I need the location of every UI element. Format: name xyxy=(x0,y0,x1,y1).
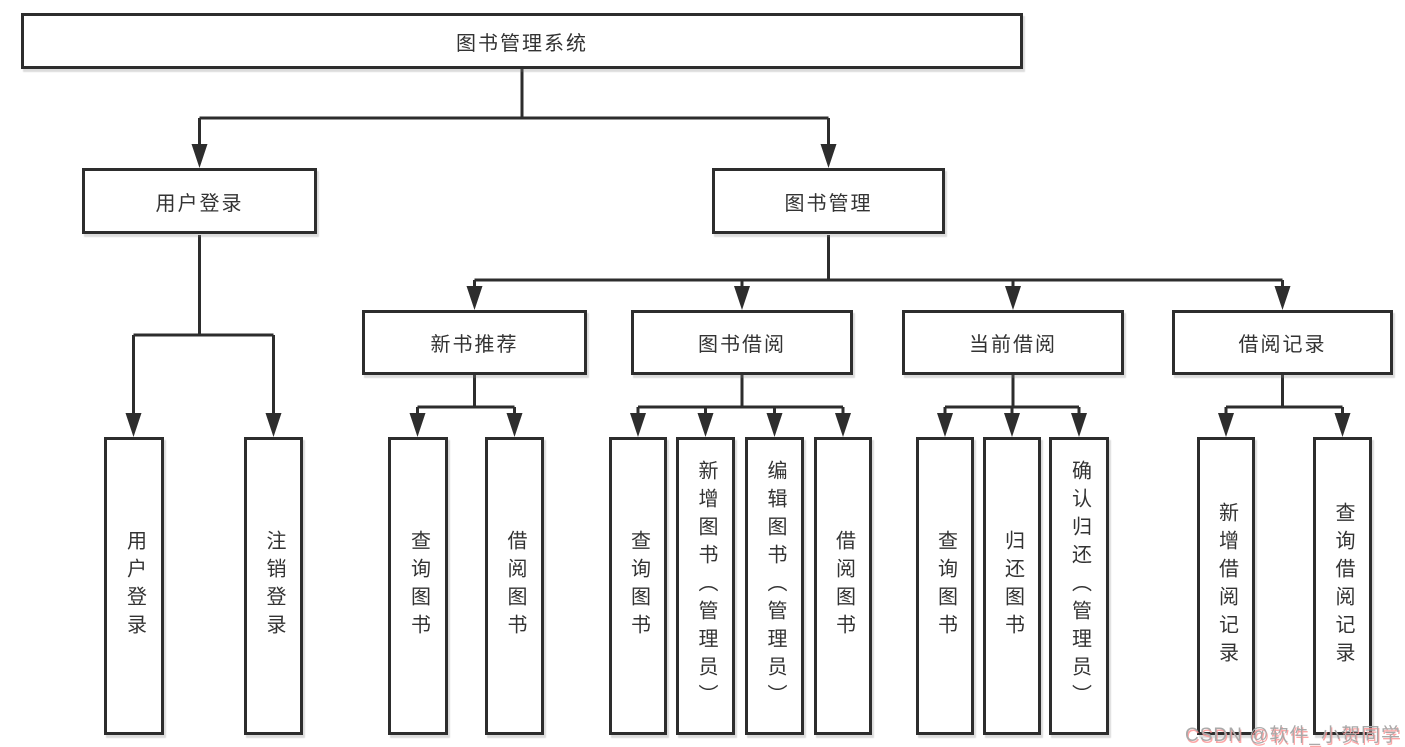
connector-book-management-children xyxy=(473,235,1284,292)
leaf-query-books-2: 查询图书 xyxy=(609,437,667,735)
node-current-borrow: 当前借阅 xyxy=(902,310,1124,375)
leaf-return-books: 归还图书 xyxy=(983,437,1041,735)
leaf-logout: 注销登录 xyxy=(244,437,303,735)
arrow-icon xyxy=(937,413,953,437)
arrow-icon xyxy=(1334,413,1351,437)
leaf-query-books-1: 查询图书 xyxy=(388,437,448,735)
arrow-icon xyxy=(1004,413,1020,437)
node-book-borrow: 图书借阅 xyxy=(631,310,853,375)
connector-current-borrow-children xyxy=(943,375,1081,419)
leaf-add-borrow-record: 新增借阅记录 xyxy=(1197,437,1255,735)
connector-borrow-records-children xyxy=(1224,375,1344,419)
arrow-icon xyxy=(125,413,142,437)
connector-new-book-children xyxy=(416,375,516,419)
arrow-icon xyxy=(1218,413,1234,437)
arrow-icon xyxy=(766,413,783,437)
arrow-icon xyxy=(835,413,851,437)
leaf-borrow-books-1: 借阅图书 xyxy=(485,437,544,735)
arrow-icon xyxy=(630,413,646,437)
leaf-confirm-return-admin: 确认归还（管理员） xyxy=(1049,437,1109,735)
arrow-icon xyxy=(1071,413,1087,437)
csdn-watermark: CSDN @软件_小贺同学 xyxy=(1185,725,1401,746)
arrow-icon xyxy=(734,286,750,310)
arrow-icon xyxy=(506,413,523,437)
node-new-book-recommend: 新书推荐 xyxy=(362,310,587,375)
node-user-login: 用户登录 xyxy=(82,168,317,234)
arrow-icon xyxy=(820,144,837,168)
node-borrow-records: 借阅记录 xyxy=(1172,310,1393,375)
leaf-query-borrow-record: 查询借阅记录 xyxy=(1313,437,1372,735)
leaf-borrow-books-2: 借阅图书 xyxy=(814,437,872,735)
connector-user-login-children xyxy=(132,235,275,419)
arrow-icon xyxy=(697,413,714,437)
leaf-edit-books-admin: 编辑图书（管理员） xyxy=(745,437,804,735)
arrow-icon xyxy=(1274,286,1291,310)
node-book-management: 图书管理 xyxy=(712,168,945,234)
arrow-icon xyxy=(1005,286,1021,310)
arrow-icon xyxy=(191,144,208,168)
leaf-add-books-admin: 新增图书（管理员） xyxy=(676,437,735,735)
arrow-icon xyxy=(409,413,426,437)
arrow-icon xyxy=(466,286,483,310)
arrow-icon xyxy=(265,413,282,437)
leaf-user-login: 用户登录 xyxy=(104,437,164,735)
connector-book-borrow-children xyxy=(636,375,845,419)
node-root-system: 图书管理系统 xyxy=(21,13,1023,69)
connector-root-to-level1 xyxy=(198,69,830,150)
leaf-query-books-3: 查询图书 xyxy=(916,437,974,735)
